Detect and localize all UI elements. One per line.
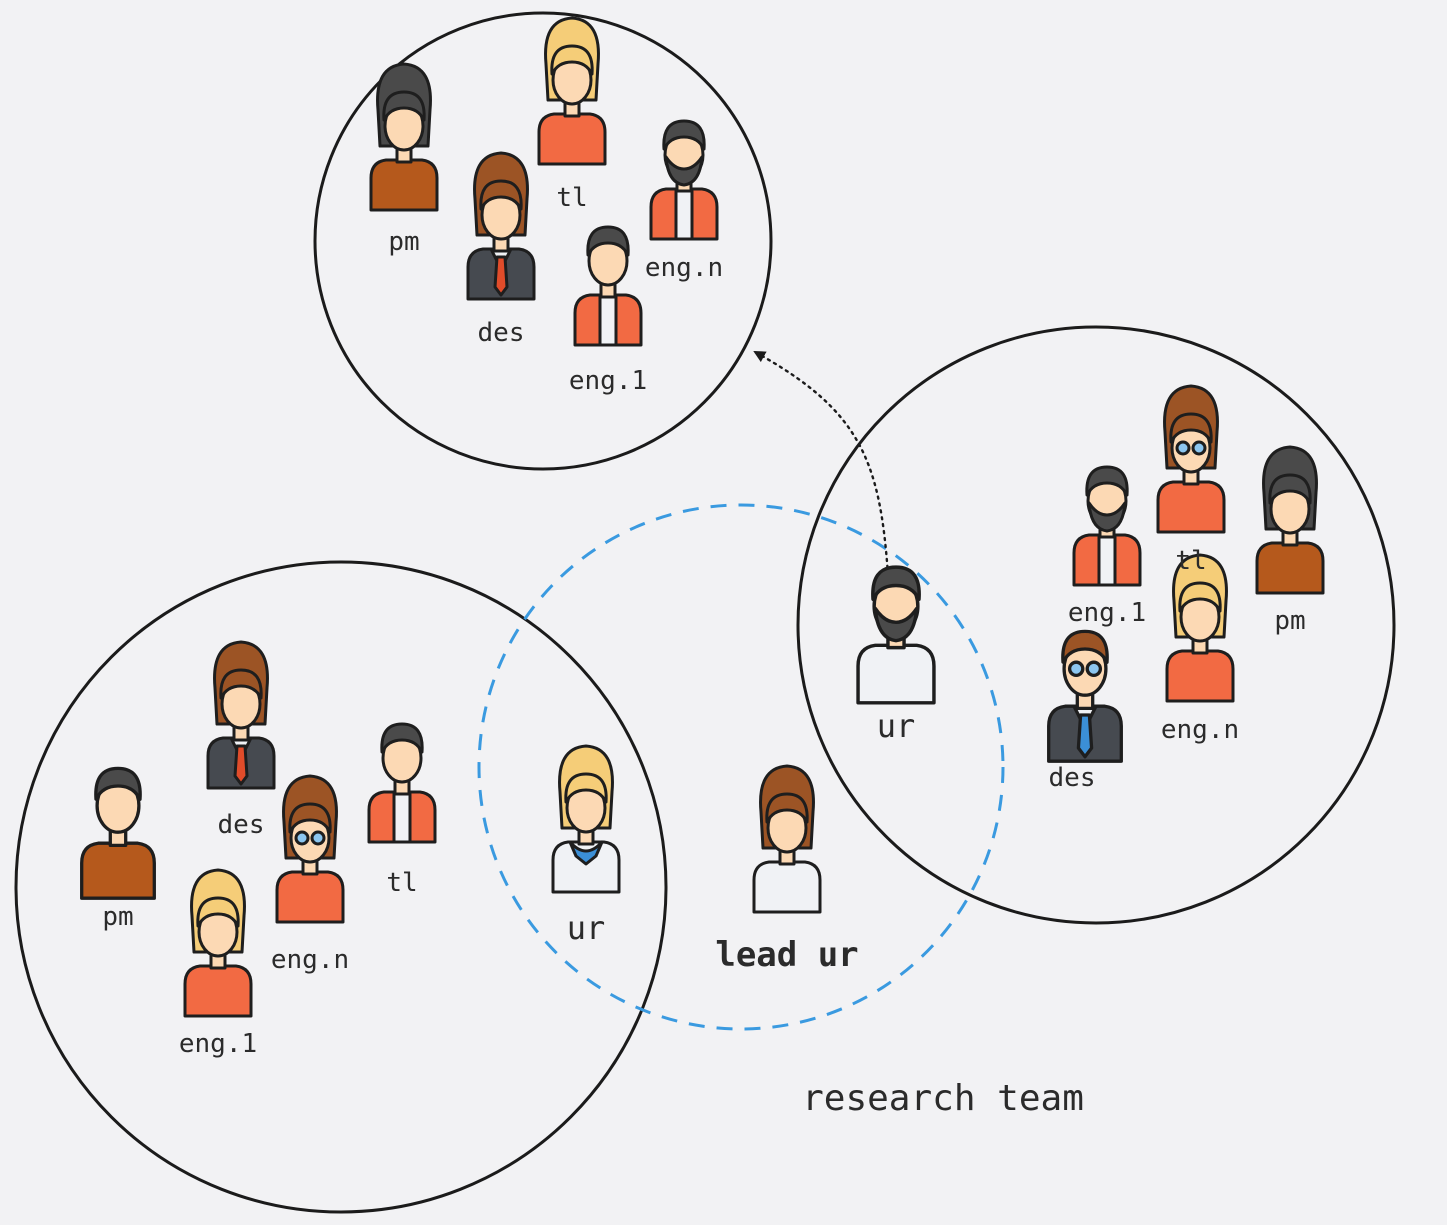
member-label: ur [567,909,606,947]
member-label: pm [102,902,133,932]
team-right-labels: ur eng.1 tl pm des eng.n [877,546,1306,793]
woman-icon [275,774,345,924]
member-label: tl [1175,546,1206,576]
member-label: des [1049,763,1096,793]
member-label: eng.n [271,945,349,975]
man-icon [1072,465,1142,587]
woman-icon [537,16,607,166]
team-circle-top [313,11,773,471]
move-arrow [753,350,890,577]
team-circle-right [796,325,1396,925]
member-label: tl [386,868,417,898]
people-layer [80,16,1325,1018]
member-label: eng.n [1161,715,1239,745]
team-top-labels: pm tl eng.n des eng.1 [388,183,723,396]
member-label: des [218,810,265,840]
woman-icon [752,764,822,914]
man-icon [1047,629,1123,763]
woman-icon [369,62,439,212]
member-label: eng.1 [1068,598,1146,628]
member-label: eng.n [645,253,723,283]
member-label: eng.1 [179,1029,257,1059]
member-label: ur [877,707,916,745]
woman-icon [551,744,621,894]
man-icon [856,565,936,705]
woman-icon [183,868,253,1018]
research-team-circle [477,503,1005,1031]
woman-icon [1156,384,1226,534]
woman-icon [466,151,536,301]
man-icon [367,722,437,844]
team-left-labels: pm des tl eng.n eng.1 ur [102,810,605,1059]
member-label: pm [388,227,419,257]
member-label: pm [1274,606,1305,636]
member-label: eng.1 [569,366,647,396]
woman-icon [1255,445,1325,595]
man-icon [649,119,719,241]
lead-ur-label: lead ur [715,935,858,975]
woman-icon [1165,553,1235,703]
member-label: tl [556,183,587,213]
team-circle-left [14,560,668,1214]
man-icon [80,766,156,900]
research-team-label: research team [802,1078,1084,1119]
man-icon [573,225,643,347]
woman-icon [206,640,276,790]
member-label: des [478,318,525,348]
